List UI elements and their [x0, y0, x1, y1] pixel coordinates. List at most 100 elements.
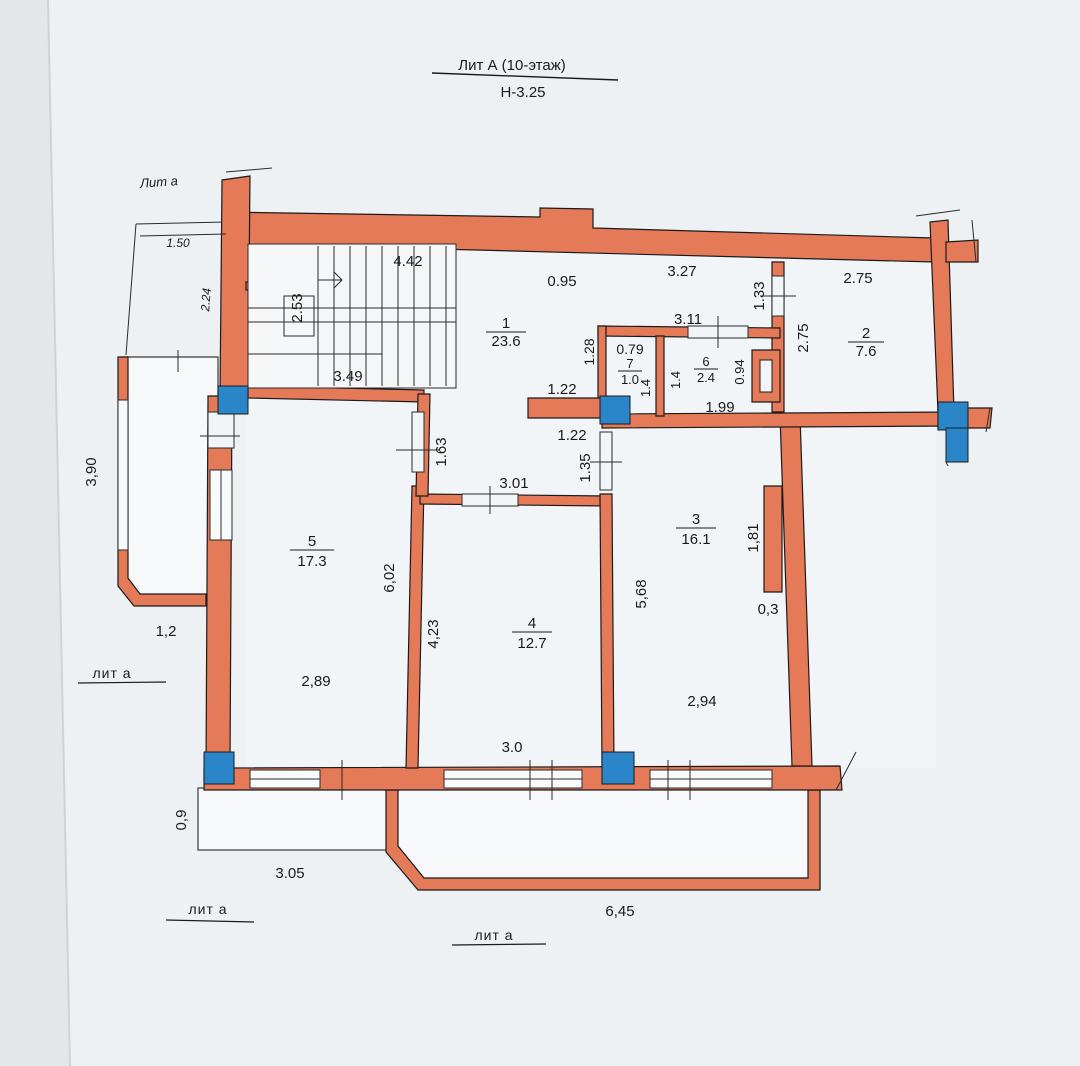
- window-lines: [220, 470, 772, 800]
- dim-room3-niche-depth: 0,3: [758, 601, 779, 618]
- loggia-left: [197, 787, 391, 851]
- dim-hall-top-niche: 0.95: [547, 273, 576, 290]
- wall-hall-stub: [527, 397, 607, 419]
- room-4-label: 4 12.7: [512, 615, 552, 652]
- dim-room5-height: 6,02: [381, 563, 398, 592]
- room-4-area: 12.7: [517, 635, 546, 652]
- dim-room4-height: 4,23: [425, 619, 442, 648]
- lit-mark-bottom-center: лит а: [474, 927, 513, 943]
- room3-niche-inner: [768, 490, 778, 588]
- room-2-label: 2 7.6: [848, 325, 884, 360]
- room-7-area: 1.0: [621, 372, 639, 387]
- dim-room7-height: 1.28: [581, 338, 597, 365]
- dim-room7-depth: 1.4: [638, 379, 653, 397]
- shaft-inner: [759, 359, 773, 393]
- column-3: [937, 401, 969, 431]
- wall-top: [222, 207, 935, 263]
- balconies: [121, 356, 821, 889]
- balcony-top-outline: [125, 221, 227, 356]
- columns: [203, 385, 969, 785]
- dim-hall-door-left: 1.63: [433, 437, 450, 466]
- dim-bath-width: 3.11: [674, 311, 702, 328]
- window-balcony-strip: [117, 399, 129, 551]
- dimension-labels: 1.50 2.24 4.42 2.53 3.49 0.95 3.27 2.75 …: [83, 233, 873, 920]
- dim-room2-door: 1.33: [751, 281, 768, 310]
- room-3-area: 16.1: [681, 531, 710, 548]
- wall-room3-top: [601, 411, 955, 429]
- room-7-label: 7 1.0: [618, 356, 642, 387]
- dim-room3-width: 2,94: [687, 693, 716, 710]
- column-6: [601, 751, 635, 785]
- dim-room2-width: 2.75: [843, 270, 872, 287]
- dim-room7-width: 0.79: [616, 341, 643, 357]
- room-5-number: 5: [308, 533, 316, 550]
- dim-room6-bottom: 1.99: [705, 399, 734, 416]
- dim-hall-wall-1: 1.22: [547, 381, 576, 398]
- room-5-area: 17.3: [297, 553, 326, 570]
- dim-hall-wall-2: 1.22: [557, 427, 586, 444]
- room-6-number: 6: [702, 354, 709, 369]
- room-1-area: 23.6: [491, 333, 520, 350]
- column-2: [599, 395, 631, 425]
- room-2-number: 2: [862, 325, 870, 342]
- external-lines: [225, 167, 991, 791]
- room-6-area: 2.4: [697, 370, 715, 385]
- dim-room2-height: 2.75: [795, 323, 812, 352]
- room-7-number: 7: [626, 356, 633, 371]
- dim-balcony-top-depth: 2.24: [198, 287, 214, 313]
- lit-mark-bottom-left: лит а: [188, 901, 227, 917]
- room-labels: 1 23.6 2 7.6 3 16.1 4 12.7 5 17.3 6 2.4: [290, 315, 884, 652]
- column-5: [203, 751, 235, 785]
- room-2-area: 7.6: [856, 343, 877, 360]
- room-6-label: 6 2.4: [694, 354, 718, 385]
- room-4-number: 4: [528, 615, 536, 632]
- dim-room6-depth: 1.4: [668, 371, 683, 389]
- column-4: [945, 427, 969, 463]
- door-room3: [599, 431, 613, 491]
- dim-room6-width: 0.94: [732, 359, 747, 384]
- staircase: [247, 243, 457, 389]
- wall-room4-right: [599, 493, 615, 769]
- dim-balcony-top-line: [139, 233, 227, 237]
- dim-loggia-right-width: 6,45: [605, 903, 634, 920]
- plan-title: Лит А (10-этаж): [458, 57, 566, 74]
- handwritten-mark: Лит а: [139, 173, 179, 191]
- dim-stair-length: 4.42: [393, 253, 422, 270]
- dim-hall-door-right: 1.35: [577, 453, 594, 482]
- dim-room4-width: 3.0: [502, 739, 523, 756]
- column-1: [217, 385, 249, 415]
- lit-mark-left: лит а: [92, 665, 131, 681]
- room-3-number: 3: [692, 511, 700, 528]
- dim-room5-width: 2,89: [301, 673, 330, 690]
- door-ticks: [177, 295, 796, 514]
- wall-right-stub: [945, 239, 979, 263]
- dim-balcony-left-height: 3,90: [83, 457, 100, 486]
- room-1-label: 1 23.6: [486, 315, 526, 350]
- dim-room3-niche: 1,81: [745, 523, 762, 552]
- dim-loggia-left-depth: 0,9: [173, 810, 190, 831]
- lit-mark-bottom-left-line: [165, 919, 255, 923]
- wall-left: [205, 395, 233, 769]
- dim-hall-top: 3.27: [667, 263, 696, 280]
- lit-marks: лит а лит а лит а: [77, 665, 547, 946]
- dim-stair-width: 2.53: [289, 293, 306, 322]
- door-balcony: [207, 411, 235, 449]
- plan-height-label: Н-3.25: [500, 84, 545, 101]
- wall-bath-mid: [655, 335, 665, 417]
- dim-stair-bottom: 3.49: [333, 368, 362, 385]
- loggia-right: [387, 787, 821, 889]
- paper-edge-line: [47, 0, 71, 1066]
- room-1-number: 1: [502, 315, 510, 332]
- dim-room3-height: 5,68: [633, 579, 650, 608]
- dim-room4-top: 3.01: [499, 475, 528, 492]
- dim-loggia-left-width: 3.05: [275, 865, 304, 882]
- room-5-label: 5 17.3: [290, 533, 334, 570]
- title-underline: [431, 72, 619, 81]
- dim-balcony-left-bottom: 1,2: [156, 623, 177, 640]
- lit-mark-bottom-center-line: [451, 943, 547, 946]
- door-room5: [411, 411, 425, 473]
- left-balcony: [121, 356, 219, 601]
- room-3-label: 3 16.1: [676, 511, 716, 548]
